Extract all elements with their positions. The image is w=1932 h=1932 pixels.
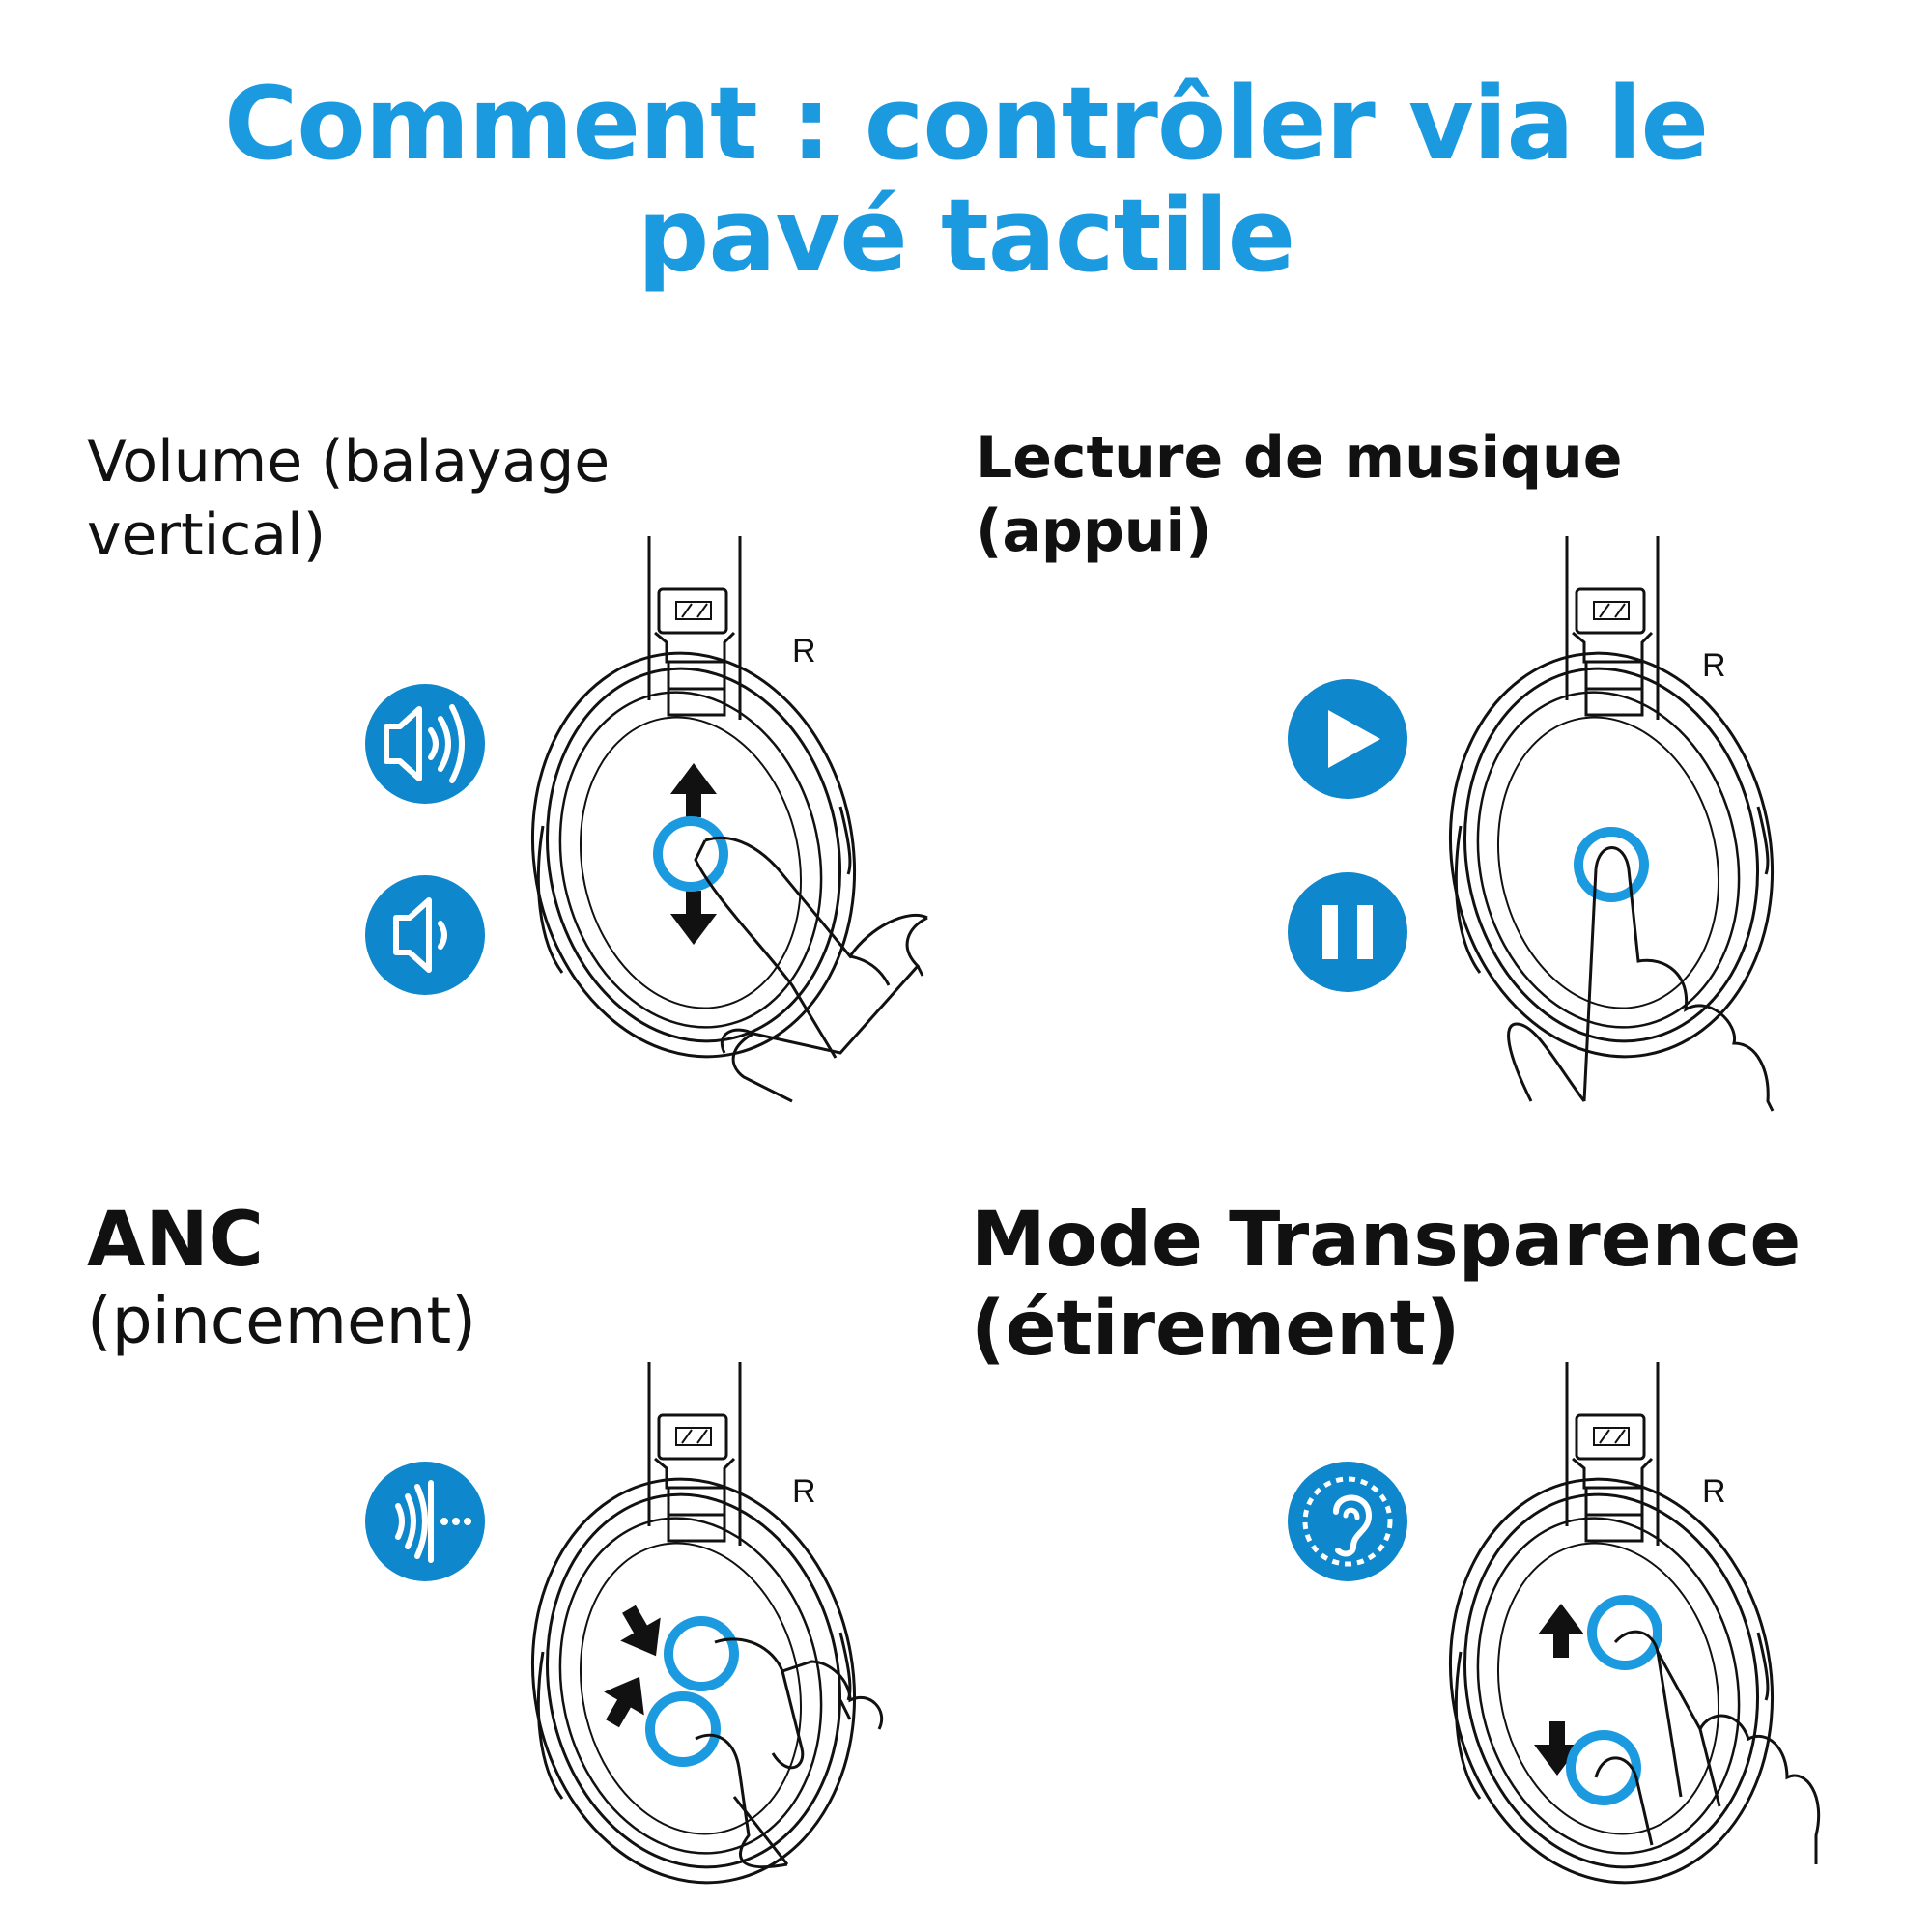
anc-icon bbox=[365, 1462, 485, 1581]
headphone-volume: R bbox=[499, 534, 888, 1084]
transparency-label: Mode Transparence (étirement) bbox=[971, 1196, 1801, 1374]
side-marker-transparency: R bbox=[1702, 1473, 1726, 1510]
headphone-anc: R bbox=[499, 1360, 888, 1910]
anc-label: ANC (pincement) bbox=[87, 1196, 476, 1358]
side-marker-music: R bbox=[1702, 647, 1726, 684]
spread-gesture bbox=[1534, 1600, 1821, 1864]
swipe-gesture bbox=[658, 763, 928, 1103]
page-title: Comment : contrôler via le pavé tactile bbox=[0, 68, 1932, 292]
headphone-music: R bbox=[1417, 534, 1805, 1084]
volume-label: Volume (balayage vertical) bbox=[87, 425, 610, 572]
side-marker-volume: R bbox=[792, 633, 816, 669]
volume-down-icon bbox=[365, 875, 485, 995]
music-label: Lecture de musique (appui) bbox=[976, 421, 1622, 568]
transparency-label-line1: Mode Transparence bbox=[971, 1197, 1802, 1284]
music-label-line2: (appui) bbox=[976, 497, 1212, 565]
page-title-line1: Comment : contrôler via le bbox=[223, 65, 1709, 183]
headphone-transparency: R bbox=[1417, 1360, 1805, 1910]
volume-label-line1: Volume (balayage bbox=[87, 428, 611, 496]
music-label-line1: Lecture de musique bbox=[976, 424, 1623, 492]
volume-label-line2: vertical) bbox=[87, 501, 327, 569]
anc-label-line2: (pincement) bbox=[87, 1284, 477, 1358]
side-marker-anc: R bbox=[792, 1473, 816, 1510]
pinch-gesture bbox=[592, 1597, 884, 1869]
volume-up-icon bbox=[365, 684, 485, 804]
pause-icon bbox=[1288, 872, 1407, 992]
page-title-line2: pavé tactile bbox=[637, 177, 1295, 295]
anc-label-line1: ANC bbox=[87, 1197, 264, 1284]
transparency-label-line2: (étirement) bbox=[971, 1286, 1461, 1373]
transparency-ear-icon bbox=[1288, 1462, 1407, 1581]
play-icon bbox=[1288, 679, 1407, 799]
tap-gesture bbox=[1507, 832, 1775, 1112]
